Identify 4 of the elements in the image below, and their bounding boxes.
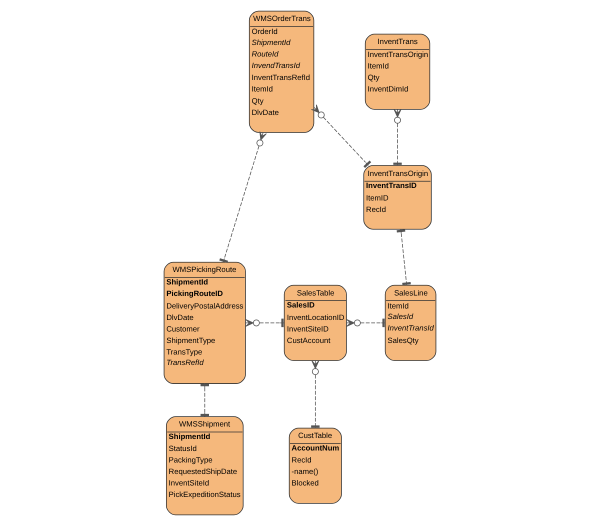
connector [393,109,402,166]
connector [310,104,372,168]
connector [396,229,411,286]
connector [219,131,267,263]
